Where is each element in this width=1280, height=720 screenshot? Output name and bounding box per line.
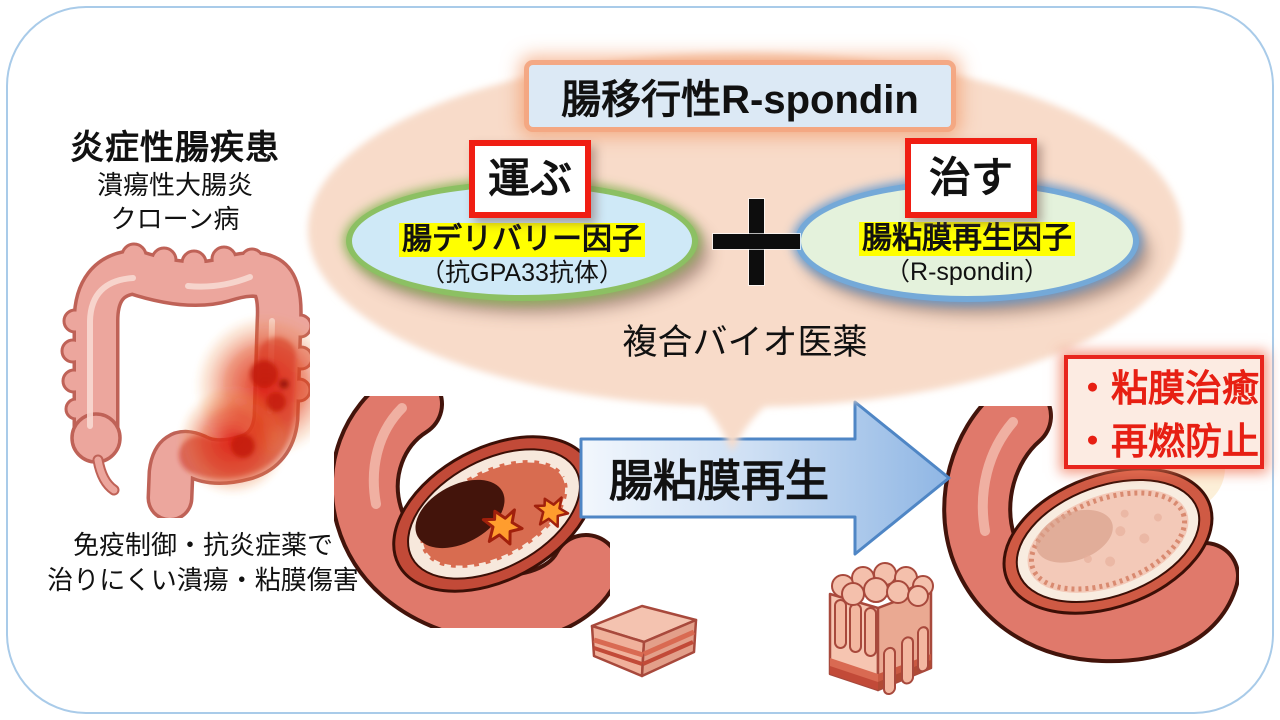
ulcer-stars	[481, 496, 570, 546]
cut-face	[392, 435, 596, 593]
disease-sub-2: クローン病	[110, 204, 240, 234]
page-border	[6, 6, 1274, 714]
heal-badge-label: 治す	[928, 154, 1013, 201]
arrow-label: 腸粘膜再生	[609, 457, 829, 506]
carry-badge: 運ぶ	[469, 140, 591, 218]
colon-inflammation	[178, 314, 310, 496]
delivery-factor-name: 腸デリバリー因子	[399, 223, 645, 257]
outcome-item-2: ・再燃防止	[1074, 421, 1259, 462]
healed-cut-face	[1002, 467, 1214, 615]
caption-line-1: 免疫制御・抗炎症薬で	[72, 530, 333, 560]
main-title: 腸移行性R-spondin	[561, 78, 919, 122]
main-title-box: 腸移行性R-spondin	[529, 65, 951, 127]
disease-title: 炎症性腸疾患	[70, 129, 280, 167]
ulcerated-intestine-illustration	[334, 396, 610, 628]
delivery-factor-detail: （抗GPA33抗体）	[420, 259, 624, 287]
outcome-box: ・粘膜治癒 ・再燃防止	[1064, 355, 1264, 469]
inflamed-colon-illustration	[60, 242, 310, 518]
refractory-caption: 免疫制御・抗炎症薬で 治りにくい潰瘍・粘膜傷害	[8, 528, 398, 598]
heal-badge: 治す	[905, 138, 1037, 218]
healed-intestine-illustration	[942, 406, 1239, 664]
outcome-item-1: ・粘膜治癒	[1074, 368, 1259, 409]
regeneration-factor-name: 腸粘膜再生因子	[859, 222, 1075, 256]
damaged-flat-mucosa-cube	[590, 604, 698, 678]
regeneration-factor-detail: （R-spondin）	[885, 258, 1049, 286]
plus-icon	[713, 234, 800, 249]
caption-line-2: 治りにくい潰瘍・粘膜傷害	[47, 565, 359, 595]
regenerated-villi-mucosa-cube	[828, 562, 934, 696]
disease-heading-block: 炎症性腸疾患 潰瘍性大腸炎 クローン病	[20, 128, 330, 236]
disease-sub-1: 潰瘍性大腸炎	[96, 170, 253, 200]
carry-badge-label: 運ぶ	[487, 155, 572, 202]
combo-biopharma-label: 複合バイオ医薬	[622, 323, 868, 362]
villi-top-bumps	[831, 562, 934, 607]
